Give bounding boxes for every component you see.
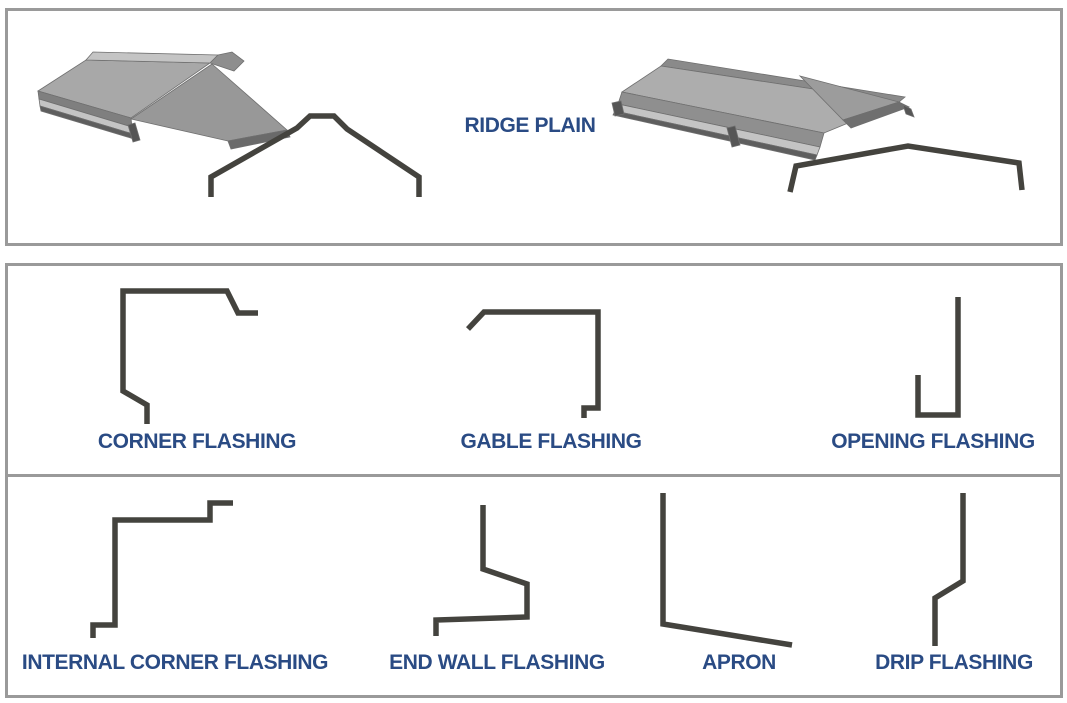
ridge-cap-3d-left-illustration: [37, 51, 291, 150]
internal-corner-flashing-label: INTERNAL CORNER FLASHING: [21, 651, 329, 674]
ridge-cap-end: [209, 51, 245, 72]
end-wall-flashing-profile: [433, 505, 530, 636]
corner-flashing-label: CORNER FLASHING: [97, 430, 297, 453]
fascia-mid-foot: [726, 125, 741, 148]
gable-hem-foot: [902, 104, 915, 118]
ridge-steep-profile: [208, 113, 422, 197]
fascia-left-foot: [611, 100, 625, 117]
gable-eave-hem: [842, 101, 911, 129]
wall-flashing-panel: [5, 263, 1063, 477]
apron-label: APRON: [702, 651, 776, 674]
gable-flashing-profile: [465, 309, 601, 418]
opening-flashing-label: OPENING FLASHING: [831, 430, 1035, 453]
gable-flashing-label: GABLE FLASHING: [460, 430, 642, 453]
opening-flashing-profile: [915, 297, 961, 418]
corner-flashing-profile: [120, 288, 258, 424]
ridge-shallow-profile: [787, 143, 1025, 193]
internal-corner-flashing-profile: [90, 500, 233, 638]
apron-profile: [660, 493, 793, 648]
ridge-cap-3d-right-illustration: [611, 58, 915, 161]
front-hem-foot: [127, 122, 141, 143]
ridge-plain-label: RIDGE PLAIN: [464, 114, 596, 137]
base-flashing-panel: [5, 474, 1063, 698]
end-wall-flashing-label: END WALL FLASHING: [389, 651, 605, 674]
drip-flashing-label: DRIP FLASHING: [875, 651, 1033, 674]
drip-flashing-profile: [932, 493, 966, 646]
